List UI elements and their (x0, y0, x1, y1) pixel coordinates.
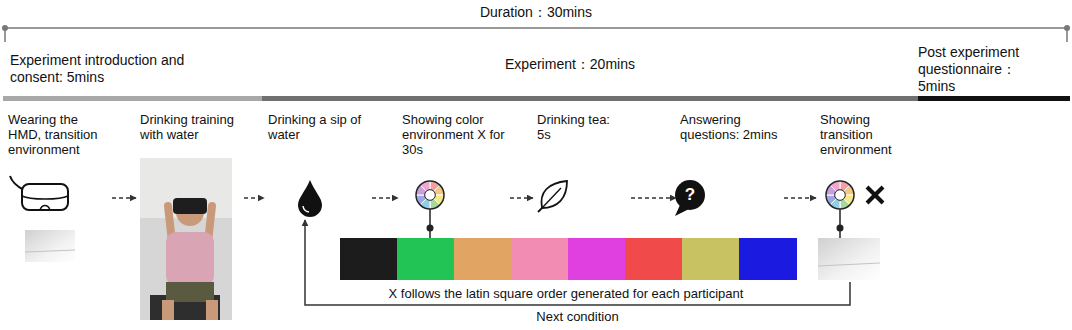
step-node: Wearing the HMD, transition environment (8, 112, 108, 218)
water-drop-icon (303, 206, 309, 212)
step-text: Answering questions: 2mins (680, 112, 780, 142)
step-node: Drinking tea: 5s (537, 112, 627, 218)
hmd-icon (10, 176, 68, 210)
phase-label: Post experiment questionnaire：5mins (918, 44, 1048, 95)
room-thumbnail (25, 250, 75, 252)
hmd-icon (40, 206, 50, 211)
tea-leaf-icon (542, 188, 561, 208)
tea-leaf-icon (541, 181, 567, 208)
water-drop-icon (298, 180, 322, 217)
hmd-icon (22, 184, 68, 210)
color-strip (568, 238, 626, 280)
wheel-outline (826, 181, 854, 209)
room-thumbnail (818, 263, 880, 266)
phase-bar (918, 96, 1070, 101)
step-node: Drinking training with water (140, 112, 240, 218)
training-photo (166, 282, 214, 302)
flow-arrow (631, 197, 676, 199)
color-strip (340, 238, 797, 280)
training-photo (140, 158, 232, 320)
duration-bracket (5, 27, 1067, 29)
color-strip (739, 238, 797, 280)
room-thumbnail (25, 230, 75, 262)
color-wheel-icon (826, 181, 854, 209)
duration-bracket (1064, 25, 1070, 31)
flow-arrow (112, 197, 136, 199)
pointer-line (427, 209, 434, 238)
question-bubble-icon (675, 180, 705, 210)
step-node: Showing color environment X for 30s (402, 112, 506, 218)
pointer-line (837, 209, 844, 238)
step-text: Drinking training with water (140, 112, 240, 142)
tea-leaf-icon (538, 181, 567, 212)
close-mark (867, 187, 883, 203)
step-text: Showing transition environment (820, 112, 915, 157)
pointer-line (839, 228, 841, 238)
step-text: Drinking tea: 5s (537, 112, 627, 142)
training-photo (162, 300, 174, 320)
close-mark (867, 187, 883, 203)
step-node: Showing transition environment (820, 112, 915, 282)
wheel-center (425, 190, 436, 201)
step-text: Showing color environment X for 30s (402, 112, 506, 157)
step-text: Wearing the HMD, transition environment (8, 112, 108, 157)
phase-label: Experiment：20mins (470, 56, 670, 73)
training-photo (206, 300, 218, 320)
tea-leaf-icon (538, 208, 542, 212)
flow-arrow (510, 197, 533, 199)
duration-bracket (2, 25, 8, 31)
step-text: Drinking a sip of water (268, 112, 368, 142)
close-mark (867, 187, 883, 203)
step-node: Drinking a sip of water (268, 112, 368, 218)
flow-arrow (372, 197, 398, 199)
color-strip (340, 238, 398, 280)
training-photo (140, 158, 232, 320)
flow-arrow (244, 197, 264, 199)
question-bubble-icon (675, 205, 689, 216)
color-strip (454, 238, 512, 280)
training-photo (173, 198, 207, 214)
color-strip (625, 238, 683, 280)
question-symbol: ? (680, 185, 700, 205)
edge-label: Next condition (533, 308, 621, 325)
color-strip (682, 238, 740, 280)
phase-bar (3, 96, 1070, 101)
note-text: X follows the latin square order generat… (236, 285, 896, 302)
pointer-line (429, 228, 431, 238)
water-drop-icon (298, 180, 322, 217)
training-photo (140, 158, 232, 218)
wheel-outline (416, 181, 444, 209)
color-strip (397, 238, 455, 280)
phase-bar (262, 96, 918, 101)
room-thumbnail (818, 238, 880, 280)
question-bubble-icon (675, 180, 705, 216)
color-strip (511, 238, 569, 280)
duration-bracket (2, 25, 1070, 42)
diagram-title: Duration：30mins (336, 4, 736, 21)
phase-label: Experiment introduction and consent: 5mi… (10, 52, 188, 86)
hmd-icon (22, 196, 68, 199)
training-photo (166, 232, 214, 286)
flow-arrow (784, 197, 816, 199)
phase-bar (3, 96, 262, 101)
color-wheel-icon (416, 181, 444, 209)
room-thumbnail (818, 238, 880, 280)
wheel-center (835, 190, 846, 201)
room-thumbnail (25, 230, 75, 262)
